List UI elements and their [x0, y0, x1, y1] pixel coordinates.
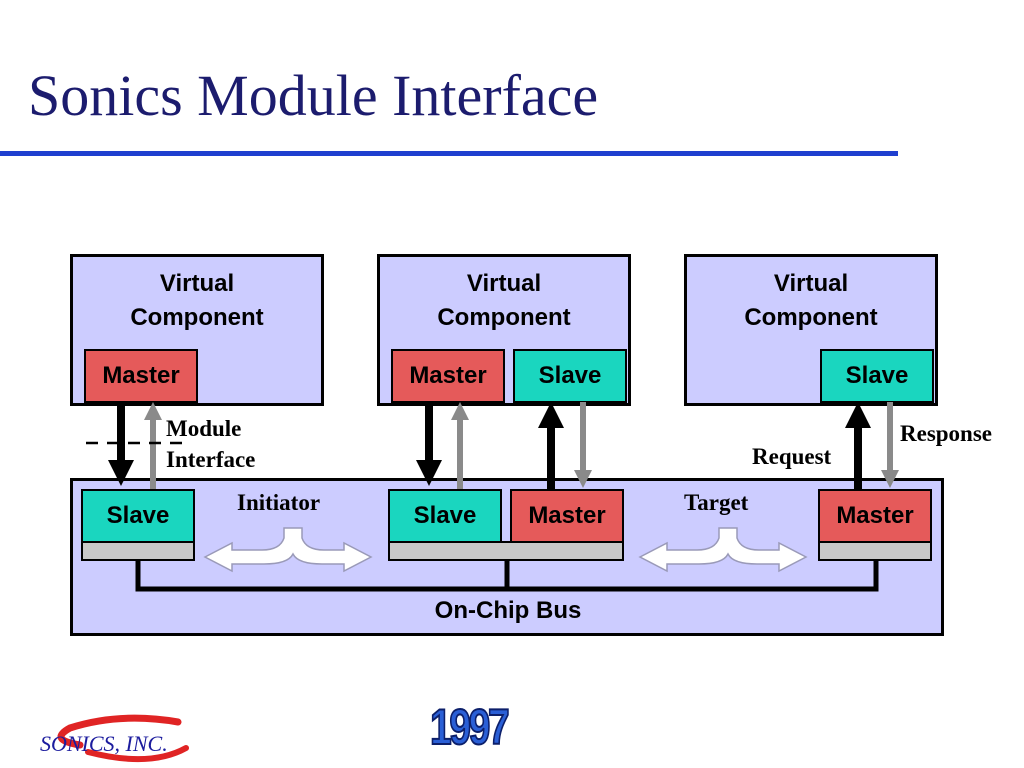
bus-slave-port-2: Slave [388, 489, 502, 543]
bus-slave-port-1: Slave [81, 489, 195, 543]
request-arrow-up-4 [845, 402, 871, 489]
vc1-master-port: Master [84, 349, 198, 403]
virtual-component-label: Virtual Component [437, 270, 571, 331]
virtual-component-label: Virtual Component [744, 270, 878, 331]
initiator-swoosh-icon [203, 527, 373, 573]
bus-master-port-3: Master [818, 489, 932, 543]
response-arrow-down-4 [881, 402, 899, 488]
response-label: Response [900, 421, 993, 446]
response-arrow-up-1 [144, 402, 162, 489]
request-label: Request [752, 444, 832, 469]
response-arrow-up-2 [451, 402, 469, 489]
page-title: Sonics Module Interface [28, 63, 599, 128]
request-arrow-down-2 [416, 406, 442, 486]
vc2-master-port: Master [391, 349, 505, 403]
bus-adapter-1 [81, 541, 195, 561]
title-underline [0, 151, 898, 156]
bus-adapter-3 [818, 541, 932, 561]
bus-wiring [135, 561, 879, 592]
virtual-component-1: Virtual Component Master [70, 254, 324, 406]
target-swoosh-icon [638, 527, 808, 573]
vc2-slave-port: Slave [513, 349, 627, 403]
response-arrow-down-3 [574, 402, 592, 488]
year-badge: 1997 [429, 698, 510, 756]
module-interface-label: Module Interface [166, 416, 256, 472]
virtual-component-label: Virtual Component [130, 270, 264, 331]
bus-master-port-2: Master [510, 489, 624, 543]
request-arrow-up-3 [538, 402, 564, 489]
bus-adapter-2 [388, 541, 624, 561]
on-chip-bus-label: On-Chip Bus [434, 597, 582, 624]
initiator-label: Initiator [237, 490, 321, 515]
request-arrow-down-1 [108, 406, 134, 486]
virtual-component-3: Virtual Component Slave [684, 254, 938, 406]
target-label: Target [684, 490, 749, 515]
sonics-logo-swoosh [57, 714, 189, 763]
sonics-logo-text: SONICS, INC. [40, 731, 168, 756]
vc3-slave-port: Slave [820, 349, 934, 403]
virtual-component-2: Virtual Component Master Slave [377, 254, 631, 406]
